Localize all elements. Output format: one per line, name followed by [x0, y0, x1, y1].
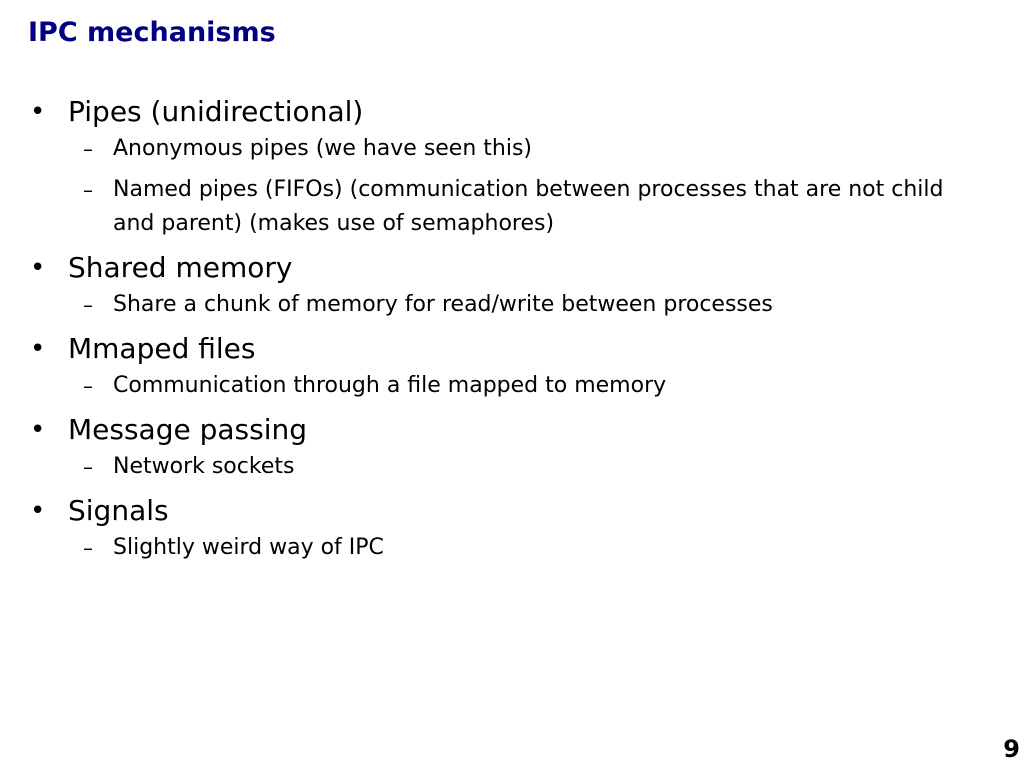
- sub-list: – Communication through a file mapped to…: [68, 369, 1024, 403]
- bullet-item-mmaped-files: • Mmaped files – Communication through a…: [0, 329, 1024, 403]
- bullet-marker: •: [30, 97, 46, 127]
- sub-marker: –: [83, 293, 93, 317]
- sub-item: – Network sockets: [68, 450, 973, 484]
- sub-marker: –: [83, 374, 93, 398]
- sub-item-text: Anonymous pipes (we have seen this): [113, 136, 533, 161]
- bullet-text: Message passing: [68, 413, 308, 446]
- sub-marker: –: [83, 137, 93, 161]
- sub-item: – Communication through a file mapped to…: [68, 369, 973, 403]
- sub-list: – Share a chunk of memory for read/write…: [68, 288, 1024, 322]
- bullet-item-shared-memory: • Shared memory – Share a chunk of memor…: [0, 248, 1024, 322]
- sub-marker: –: [83, 536, 93, 560]
- sub-item: – Slightly weird way of IPC: [68, 531, 973, 565]
- sub-item-text: Named pipes (FIFOs) (communication betwe…: [113, 177, 944, 236]
- sub-item-text: Network sockets: [113, 454, 295, 479]
- sub-list: – Slightly weird way of IPC: [68, 531, 1024, 565]
- bullet-text: Shared memory: [68, 251, 293, 284]
- sub-item-text: Slightly weird way of IPC: [113, 535, 384, 560]
- bullet-text: Pipes (unidirectional): [68, 95, 364, 128]
- bullet-item-pipes: • Pipes (unidirectional) – Anonymous pip…: [0, 92, 1024, 241]
- bullet-marker: •: [30, 415, 46, 445]
- page-number: 9: [1003, 735, 1020, 763]
- bullet-text: Mmaped files: [68, 332, 256, 365]
- bullet-text: Signals: [68, 494, 169, 527]
- bullet-item-signals: • Signals – Slightly weird way of IPC: [0, 491, 1024, 565]
- slide-title: IPC mechanisms: [28, 17, 276, 48]
- bullet-marker: •: [30, 334, 46, 364]
- sub-marker: –: [83, 178, 93, 202]
- bullet-marker: •: [30, 253, 46, 283]
- sub-item: – Share a chunk of memory for read/write…: [68, 288, 973, 322]
- bullet-list: • Pipes (unidirectional) – Anonymous pip…: [0, 92, 1024, 572]
- sub-item-text: Share a chunk of memory for read/write b…: [113, 292, 773, 317]
- sub-item: – Named pipes (FIFOs) (communication bet…: [68, 173, 973, 241]
- sub-item: – Anonymous pipes (we have seen this): [68, 132, 973, 166]
- sub-list: – Anonymous pipes (we have seen this) – …: [68, 132, 1024, 241]
- sub-marker: –: [83, 455, 93, 479]
- bullet-marker: •: [30, 496, 46, 526]
- bullet-item-message-passing: • Message passing – Network sockets: [0, 410, 1024, 484]
- sub-list: – Network sockets: [68, 450, 1024, 484]
- sub-item-text: Communication through a file mapped to m…: [113, 373, 667, 398]
